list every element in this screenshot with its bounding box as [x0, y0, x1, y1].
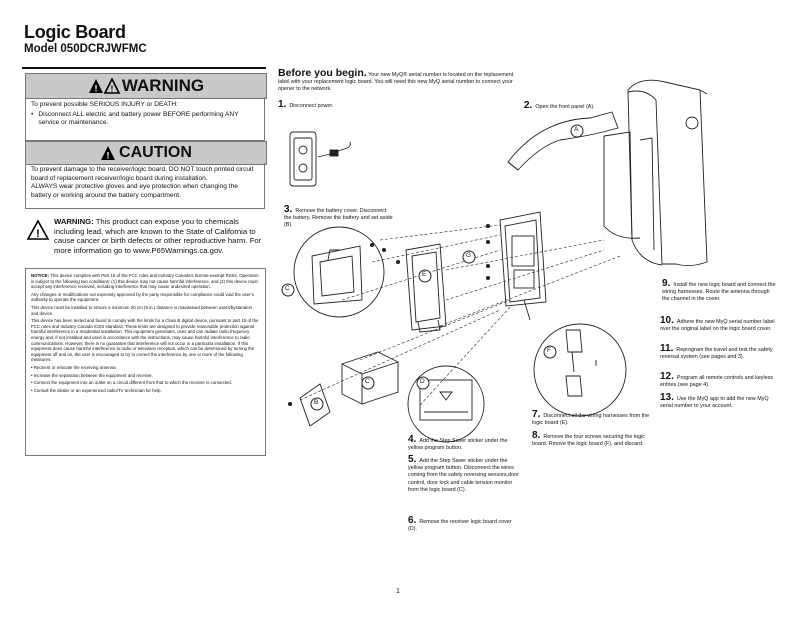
warning-bullet: Disconnect ALL electric and battery powe… — [38, 110, 239, 127]
outlet-illustration — [289, 131, 351, 187]
step-4: 4.Add the Step Saver sticker under the y… — [408, 434, 508, 452]
svg-text:!: ! — [94, 84, 97, 94]
callout-c: C — [281, 283, 295, 299]
callout-e: E — [418, 269, 432, 285]
warning-triangle-icon: ! — [26, 219, 50, 240]
step-9: 9.Install the new logic board and connec… — [662, 278, 776, 303]
caution-text-1: To prevent damage to the receiver/logic … — [31, 166, 254, 182]
callout-b: B — [310, 397, 324, 413]
notice-bullet-4: • Consult the dealer or an experienced r… — [31, 387, 162, 393]
detail-d — [407, 365, 485, 443]
caution-triangle-icon: ! — [101, 146, 116, 161]
warning-body: To prevent possible SERIOUS INJURY or DE… — [25, 97, 265, 141]
logic-board-assembly — [499, 211, 547, 321]
callout-a: A — [570, 124, 584, 140]
caution-banner: ! CAUTION — [25, 141, 267, 165]
notice-p2: Any changes or modifications not express… — [31, 291, 254, 303]
callout-g: G — [462, 250, 476, 266]
page-title: Logic Board — [24, 22, 126, 42]
board-cover-e — [405, 243, 447, 333]
notice-p1: This device complies with Part 15 of the… — [31, 273, 259, 290]
callout-c-battery: C — [361, 376, 375, 392]
front-panel-a — [507, 111, 619, 171]
before-you-begin: Before you begin. Your new MyQ® serial n… — [278, 67, 518, 94]
notice-bullet-3: • Connect the equipment into an outlet o… — [31, 380, 233, 386]
title-rule — [22, 67, 266, 69]
step-1: 1.Disconnect power. — [278, 99, 334, 110]
step-5: 5.Add the Step Saver sticker under the y… — [408, 454, 519, 493]
step-3: 3.Remove the battery cover. Disconnect t… — [284, 204, 393, 229]
notice-p4: This device has been tested and found to… — [31, 318, 259, 363]
prop65-label: WARNING: — [54, 217, 94, 226]
before-heading: Before you begin. — [278, 67, 367, 79]
notice-bullet-1: • Reorient or relocate the receiving ant… — [31, 364, 117, 370]
exploded-diagram — [287, 79, 708, 443]
page-number: 1 — [396, 588, 400, 595]
battery-cover-b — [299, 383, 331, 427]
caution-body: To prevent damage to the receiver/logic … — [25, 163, 265, 209]
callout-d: D — [416, 376, 430, 392]
notice-label: NOTICE: — [31, 273, 50, 278]
detail-f — [533, 323, 627, 417]
notice-bullet-2: • Increase the separation between the eq… — [31, 372, 153, 378]
callout-f: F — [543, 345, 557, 361]
warning-triangle-icon: ! ! — [88, 78, 121, 94]
warning-label: WARNING — [121, 76, 205, 95]
step-11: 11.Reprogram the travel and test the saf… — [660, 343, 773, 361]
opener-housing — [603, 79, 708, 267]
svg-text:!: ! — [36, 228, 40, 240]
caution-label: CAUTION — [119, 144, 192, 161]
step-6: 6.Remove the receiver logic board cover … — [408, 515, 512, 533]
step-13: 13.Use the MyQ app to add the new MyQ se… — [660, 392, 769, 410]
battery-block — [341, 351, 399, 405]
svg-text:!: ! — [107, 151, 110, 161]
battery-detail-c — [293, 226, 385, 318]
warning-lead: To prevent possible SERIOUS INJURY or DE… — [31, 101, 178, 108]
step-12: 12.Program all remote controls and keyle… — [660, 371, 774, 389]
screws — [287, 223, 491, 407]
step-2: 2.Open the front panel (A). — [524, 100, 595, 111]
notice-p3: This device must be installed to ensure … — [31, 304, 253, 316]
before-text: Your new MyQ® serial number is located o… — [278, 72, 514, 93]
step-7: 7.Disconnect all the wiring harnesses fr… — [532, 409, 650, 427]
step-10: 10.Adhere the new MyQ serial number labe… — [660, 315, 775, 333]
warning-banner: ! ! WARNING — [25, 73, 267, 99]
prop65-warning: ! WARNING: This product can expose you t… — [24, 215, 269, 265]
caution-text-2: ALWAYS wear protective gloves and eye pr… — [31, 183, 238, 199]
step-8: 8.Remove the four screws securing the lo… — [532, 430, 645, 448]
prop65-text: This product can expose you to chemicals… — [54, 217, 262, 255]
svg-text:!: ! — [111, 85, 114, 94]
fcc-notice: NOTICE: This device complies with Part 1… — [25, 268, 266, 456]
model-number: Model 050DCRJWFMC — [24, 43, 147, 55]
